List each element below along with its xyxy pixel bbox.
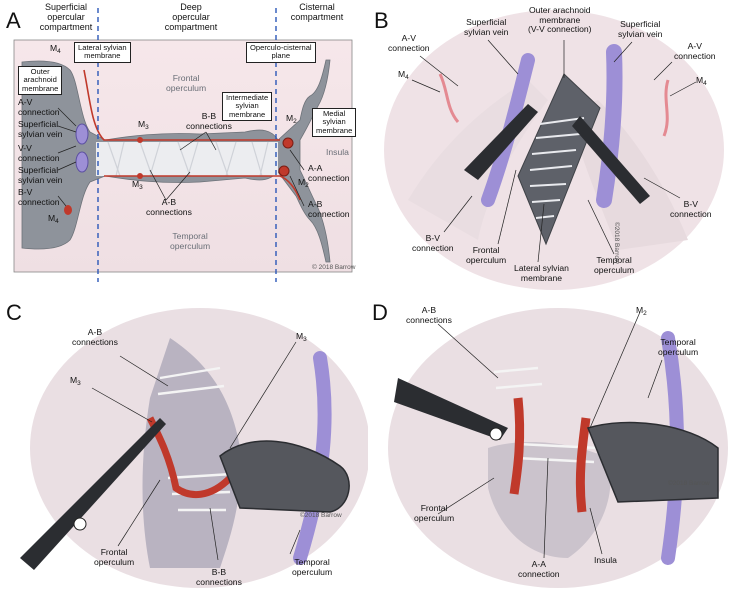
- medial-membrane-box: Medial sylvian membrane: [312, 108, 357, 138]
- surgical-view-c: [0, 298, 368, 598]
- vein-c-right: [293, 351, 332, 565]
- label-b-m4-left: M4: [398, 69, 409, 81]
- header-deep: Deep opercular compartment: [164, 2, 218, 33]
- panel-d: D A-B connections M2 Temporal operculum …: [368, 298, 736, 598]
- label-c-frontal: Frontal operculum: [94, 547, 135, 567]
- label-bv-connection: B-V connection: [18, 187, 60, 207]
- retractor-left: [464, 104, 538, 180]
- label-d-m2: M2: [636, 305, 647, 317]
- label-c-temporal: Temporal operculum: [292, 557, 333, 577]
- intermediate-membrane-box: Intermediate sylvian membrane: [222, 92, 273, 122]
- m3-artery: [137, 137, 143, 143]
- label-d-insula: Insula: [594, 555, 617, 565]
- label-temporal-operculum: Temporal operculum: [170, 231, 211, 251]
- retractor-c: [219, 440, 350, 513]
- m4-artery-left: [438, 73, 460, 123]
- panel-b: B A-V connection Superficial sylvian vei…: [368, 0, 736, 296]
- leader-lines-c: [91, 341, 301, 561]
- forceps-c: [20, 418, 166, 570]
- m2-artery-top: [282, 137, 294, 149]
- label-av-connection: A-V connection: [18, 97, 60, 117]
- label-b-sup-vein-right: Superficial sylvian vein: [618, 19, 663, 39]
- label-d-ab-connections: A-B connections: [406, 305, 452, 325]
- label-b-lateral-membrane: Lateral sylvian membrane: [514, 263, 569, 283]
- label-ab-connection: A-B connection: [308, 199, 350, 219]
- surgical-view-d: [368, 298, 736, 598]
- header-superficial: Superficial opercular compartment: [39, 2, 93, 33]
- header-cisternal: Cisternal compartment: [290, 2, 344, 23]
- copyright-c: ©2018 Barrow: [300, 512, 342, 519]
- label-sup-vein-2: Superficial sylvian vein: [18, 165, 63, 185]
- label-b-m4-right: M4: [696, 75, 707, 87]
- label-b-frontal: Frontal operculum: [466, 245, 507, 265]
- superficial-sylvian-vein-right: [596, 44, 623, 208]
- label-b-sup-vein-left: Superficial sylvian vein: [464, 17, 509, 37]
- trabecular-bands: [107, 141, 269, 177]
- label-m4-top: M4: [50, 43, 61, 55]
- label-c-m3-left: M3: [70, 375, 81, 387]
- label-m3-top: M3: [138, 119, 149, 131]
- label-m2-top: M2: [286, 113, 297, 125]
- panel-c: C A-B connections M3 M3 Frontal operculu…: [0, 298, 368, 598]
- label-sup-vein-1: Superficial sylvian vein: [18, 119, 63, 139]
- lateral-membrane-strands: [529, 117, 585, 219]
- label-bb-connections: B-B connections: [186, 111, 232, 131]
- superficial-vein-lower: [75, 151, 89, 173]
- label-b-temporal: Temporal operculum: [594, 255, 635, 275]
- label-aa-connection: A-A connection: [308, 163, 350, 183]
- outer-arachnoid-box: Outer arachnoid membrane: [18, 66, 63, 96]
- label-d-temporal: Temporal operculum: [658, 337, 699, 357]
- label-d-frontal: Frontal operculum: [414, 503, 455, 523]
- leader-lines-d: [437, 311, 663, 559]
- label-vv-connection: V-V connection: [18, 143, 60, 163]
- label-m3-bottom: M3: [132, 179, 143, 191]
- label-c-m3-right: M3: [296, 331, 307, 343]
- panel-c-letter: C: [6, 300, 22, 325]
- label-m4-bottom: M4: [48, 213, 59, 225]
- scissors-d: [394, 378, 508, 440]
- membrane-band: [96, 142, 278, 176]
- leader-lines-b: [411, 39, 697, 263]
- panel-d-letter: D: [372, 300, 388, 325]
- operculo-cisternal-box: Operculo-cisternal plane: [246, 42, 316, 63]
- label-c-bb-connections: B-B connections: [196, 567, 242, 587]
- label-ab-connections: A-B connections: [146, 197, 192, 217]
- m2-artery-d-right: [575, 417, 591, 513]
- panel-a: A Superficial opercular compartment Deep…: [0, 0, 362, 288]
- label-d-aa-connection: A-A connection: [518, 559, 560, 579]
- lateral-membrane-box: Lateral sylvian membrane: [74, 42, 131, 63]
- label-m2-bottom: M2: [298, 177, 309, 189]
- superficial-vein-upper: [75, 123, 89, 145]
- m4-artery-lower: [64, 205, 72, 215]
- leader-lines-a: [57, 107, 305, 207]
- panel-b-letter: B: [374, 8, 389, 33]
- surgical-view-b: [368, 0, 736, 296]
- label-frontal-operculum: Frontal operculum: [166, 73, 207, 93]
- label-c-ab-connections: A-B connections: [72, 327, 118, 347]
- label-b-av-left: A-V connection: [388, 33, 430, 53]
- copyright-a: © 2018 Barrow: [312, 264, 356, 271]
- artery-contour-lower: [104, 175, 301, 201]
- label-b-av-right: A-V connection: [674, 41, 716, 61]
- forceps-joint-c: [73, 517, 87, 531]
- m3-artery-c: [146, 416, 233, 499]
- m2-artery-bottom: [278, 165, 290, 177]
- retractor-right: [572, 116, 650, 204]
- m2-artery-d-left: [509, 397, 525, 495]
- copyright-d: ©2018 Barrow: [668, 480, 710, 487]
- panel-a-letter: A: [6, 8, 21, 33]
- copyright-b: ©2018 Barrow: [613, 222, 620, 264]
- label-b-outer-membrane: Outer arachnoid membrane (V-V connection…: [528, 5, 592, 35]
- m4-artery-right: [662, 79, 670, 137]
- retractor-d: [586, 421, 719, 503]
- scissors-joint-d: [489, 427, 503, 441]
- artery-contour-upper: [83, 69, 280, 141]
- m3-artery-lower: [137, 173, 143, 179]
- label-insula: Insula: [326, 147, 349, 157]
- label-b-bv-right: B-V connection: [670, 199, 712, 219]
- label-b-bv-left: B-V connection: [412, 233, 454, 253]
